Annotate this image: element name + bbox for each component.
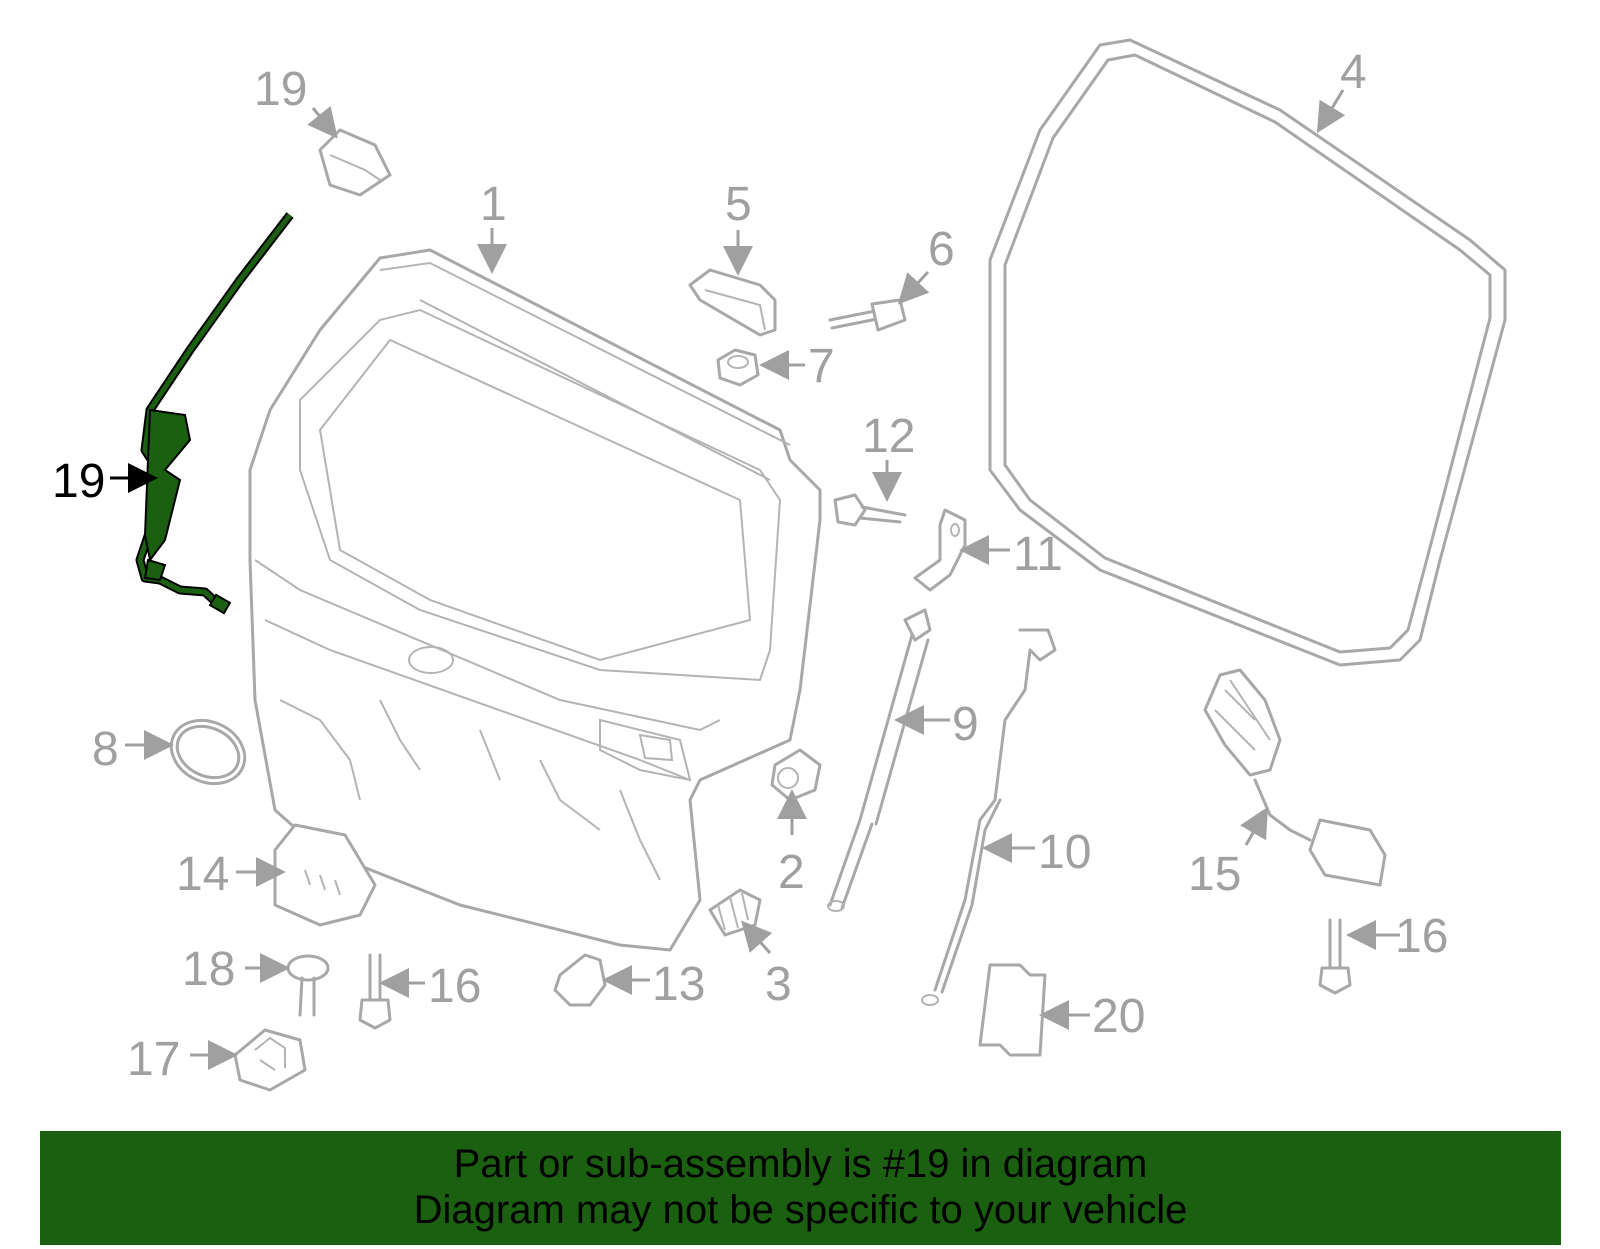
callout-3: 3 <box>765 958 792 1011</box>
power-strut-10 <box>921 628 1057 1006</box>
callout-8: 8 <box>92 723 119 776</box>
callout-1: 1 <box>480 178 507 231</box>
callout-18: 18 <box>182 943 235 996</box>
bolt-12 <box>833 493 907 527</box>
bumper-2 <box>770 748 822 802</box>
grommet-8 <box>169 718 247 786</box>
bolt-16-left <box>358 953 392 1030</box>
callout-labels: 19 1 4 5 6 7 12 11 9 10 15 16 8 2 3 14 1… <box>52 46 1448 1086</box>
callout-20: 19 <box>254 63 307 116</box>
screw-18 <box>286 954 330 1017</box>
liftgate-panel <box>248 248 822 952</box>
latch-15 <box>1203 668 1387 887</box>
callout-21: 20 <box>1092 990 1145 1043</box>
bolt-16-right <box>1318 918 1352 995</box>
banner-line-1: Part or sub-assembly is #19 in diagram <box>453 1142 1148 1186</box>
callout-4: 4 <box>1340 46 1367 99</box>
callout-16-right: 16 <box>1395 910 1448 963</box>
cover-14 <box>273 823 377 927</box>
gas-strut-9 <box>827 608 932 912</box>
bracket-5 <box>688 268 777 337</box>
callout-2: 2 <box>778 846 805 899</box>
callout-10: 10 <box>1038 826 1091 879</box>
callout-17: 17 <box>127 1033 180 1086</box>
callout-12: 12 <box>862 410 915 463</box>
callout-13: 13 <box>652 958 705 1011</box>
bracket-11 <box>913 508 967 592</box>
callout-5: 5 <box>725 178 752 231</box>
callout-15: 15 <box>1188 848 1241 901</box>
nut-7 <box>716 348 760 387</box>
bumper-3 <box>708 888 762 937</box>
actuator-13 <box>553 953 607 1007</box>
bolt-6 <box>828 298 907 332</box>
callout-9: 9 <box>952 698 979 751</box>
callout-6: 6 <box>928 223 955 276</box>
callout-11: 11 <box>1013 528 1063 581</box>
banner-line-2: Diagram may not be specific to your vehi… <box>413 1188 1188 1232</box>
weatherstrip-seal <box>988 38 1507 667</box>
callout-16-left: 16 <box>428 960 481 1013</box>
callout-7: 7 <box>808 340 835 393</box>
leader-lines <box>110 89 1400 1070</box>
callout-14: 14 <box>176 848 229 901</box>
bumper-stop-20 <box>318 128 392 197</box>
info-banner: Part or sub-assembly is #19 in diagram D… <box>40 1131 1561 1245</box>
wiring-harness-highlighted <box>135 212 294 615</box>
bracket-21 <box>978 963 1047 1057</box>
striker-17 <box>233 1028 307 1092</box>
callout-19: 19 <box>52 455 105 508</box>
